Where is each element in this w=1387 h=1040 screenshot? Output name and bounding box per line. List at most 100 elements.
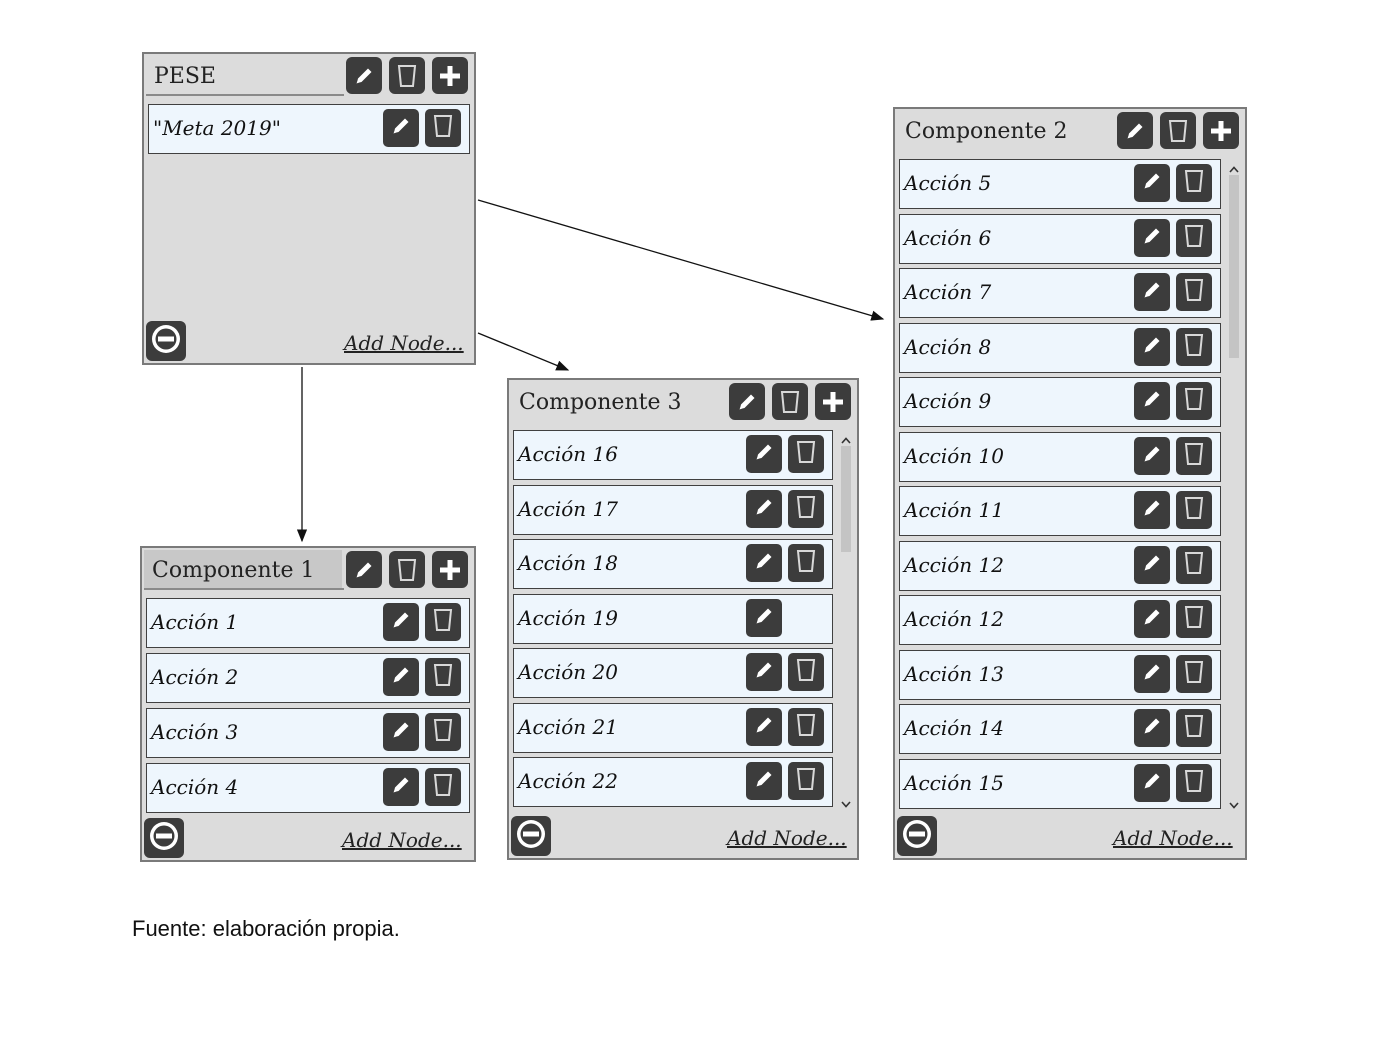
list-item[interactable]: Acción 12	[899, 595, 1221, 645]
list-item[interactable]: "Meta 2019"	[148, 104, 470, 154]
edit-item-button[interactable]	[1134, 654, 1170, 693]
edit-item-button[interactable]	[1134, 327, 1170, 366]
collapse-button[interactable]	[897, 816, 937, 856]
delete-item-button[interactable]	[1176, 709, 1212, 747]
list-item[interactable]: Acción 10	[899, 431, 1221, 482]
collapse-button[interactable]	[146, 321, 186, 361]
edit-item-button[interactable]	[1134, 709, 1170, 747]
add-node-link[interactable]: Add Node...	[727, 826, 847, 850]
add-child-button[interactable]	[432, 57, 468, 94]
delete-node-button[interactable]	[1160, 112, 1196, 149]
add-node-link[interactable]: Add Node...	[1113, 826, 1233, 850]
delete-item-button[interactable]	[1176, 382, 1212, 420]
edit-item-button[interactable]	[746, 707, 782, 746]
edit-item-button[interactable]	[383, 768, 419, 806]
scroll-down-button[interactable]	[837, 794, 855, 810]
list-item[interactable]: Acción 13	[899, 649, 1221, 700]
list-item[interactable]: Acción 21	[513, 702, 833, 753]
edit-item-button[interactable]	[1134, 600, 1170, 638]
add-node-link[interactable]: Add Node...	[344, 331, 464, 355]
vertical-scrollbar[interactable]	[837, 430, 855, 810]
add-child-button[interactable]	[1203, 112, 1239, 149]
delete-item-button[interactable]	[1176, 763, 1212, 802]
list-item[interactable]: Acción 22	[513, 757, 833, 807]
add-child-button[interactable]	[815, 383, 851, 420]
vertical-scrollbar[interactable]	[1225, 159, 1243, 811]
list-item[interactable]: Acción 14	[899, 704, 1221, 754]
delete-node-button[interactable]	[389, 551, 425, 588]
delete-item-button[interactable]	[1176, 218, 1212, 257]
list-item[interactable]: Acción 4	[146, 763, 470, 813]
delete-item-button[interactable]	[788, 707, 824, 746]
add-child-button[interactable]	[432, 551, 468, 588]
edit-item-button[interactable]	[1134, 436, 1170, 475]
list-item[interactable]: Acción 7	[899, 268, 1221, 318]
edit-item-button[interactable]	[1134, 164, 1170, 202]
delete-item-button[interactable]	[1176, 654, 1212, 693]
edit-item-button[interactable]	[746, 435, 782, 473]
delete-item-button[interactable]	[788, 653, 824, 691]
delete-item-button[interactable]	[1176, 600, 1212, 638]
edit-node-button[interactable]	[346, 57, 382, 94]
pencil-icon	[1141, 715, 1163, 741]
edit-item-button[interactable]	[1134, 491, 1170, 529]
collapse-button[interactable]	[144, 818, 184, 858]
edit-item-button[interactable]	[1134, 273, 1170, 311]
delete-item-button[interactable]	[1176, 436, 1212, 475]
list-item[interactable]: Acción 6	[899, 213, 1221, 264]
edit-item-button[interactable]	[383, 658, 419, 696]
delete-item-button[interactable]	[425, 768, 461, 806]
delete-item-button[interactable]	[788, 544, 824, 582]
add-node-link[interactable]: Add Node...	[342, 828, 462, 852]
scroll-down-button[interactable]	[1225, 795, 1243, 811]
delete-item-button[interactable]	[788, 762, 824, 800]
scroll-up-button[interactable]	[1225, 159, 1243, 175]
delete-item-button[interactable]	[1176, 327, 1212, 366]
delete-item-button[interactable]	[425, 109, 461, 147]
list-item[interactable]: Acción 17	[513, 484, 833, 535]
delete-item-button[interactable]	[1176, 491, 1212, 529]
delete-item-button[interactable]	[1176, 273, 1212, 311]
edit-item-button[interactable]	[1134, 382, 1170, 420]
edit-item-button[interactable]	[1134, 545, 1170, 584]
list-item[interactable]: Acción 12	[899, 540, 1221, 591]
edit-item-button[interactable]	[746, 544, 782, 582]
list-item[interactable]: Acción 1	[146, 598, 470, 648]
scroll-thumb[interactable]	[1229, 175, 1239, 358]
edit-item-button[interactable]	[746, 762, 782, 800]
edit-node-button[interactable]	[346, 551, 382, 588]
collapse-button[interactable]	[511, 816, 551, 856]
edit-item-button[interactable]	[1134, 218, 1170, 257]
delete-item-button[interactable]	[425, 658, 461, 696]
list-item[interactable]: Acción 19	[513, 593, 833, 644]
edit-node-button[interactable]	[729, 383, 765, 420]
list-item[interactable]: Acción 20	[513, 648, 833, 698]
scroll-up-button[interactable]	[837, 430, 855, 446]
list-item[interactable]: Acción 15	[899, 758, 1221, 809]
list-item[interactable]: Acción 16	[513, 430, 833, 480]
edit-item-button[interactable]	[1134, 763, 1170, 802]
delete-item-button[interactable]	[1176, 545, 1212, 584]
list-item[interactable]: Acción 11	[899, 486, 1221, 536]
edit-node-button[interactable]	[1117, 112, 1153, 149]
edit-item-button[interactable]	[383, 109, 419, 147]
edit-item-button[interactable]	[746, 598, 782, 637]
delete-item-button[interactable]	[788, 489, 824, 528]
edit-item-button[interactable]	[746, 489, 782, 528]
list-item[interactable]: Acción 2	[146, 653, 470, 703]
list-item[interactable]: Acción 5	[899, 159, 1221, 209]
list-item[interactable]: Acción 18	[513, 539, 833, 589]
delete-item-button[interactable]	[425, 603, 461, 641]
edit-item-button[interactable]	[383, 713, 419, 751]
edit-item-button[interactable]	[383, 603, 419, 641]
scroll-thumb[interactable]	[841, 446, 851, 552]
delete-item-button[interactable]	[788, 435, 824, 473]
delete-node-button[interactable]	[389, 57, 425, 94]
delete-node-button[interactable]	[772, 383, 808, 420]
list-item[interactable]: Acción 9	[899, 377, 1221, 427]
delete-item-button[interactable]	[425, 713, 461, 751]
list-item[interactable]: Acción 3	[146, 708, 470, 758]
edit-item-button[interactable]	[746, 653, 782, 691]
list-item[interactable]: Acción 8	[899, 322, 1221, 373]
delete-item-button[interactable]	[1176, 164, 1212, 202]
